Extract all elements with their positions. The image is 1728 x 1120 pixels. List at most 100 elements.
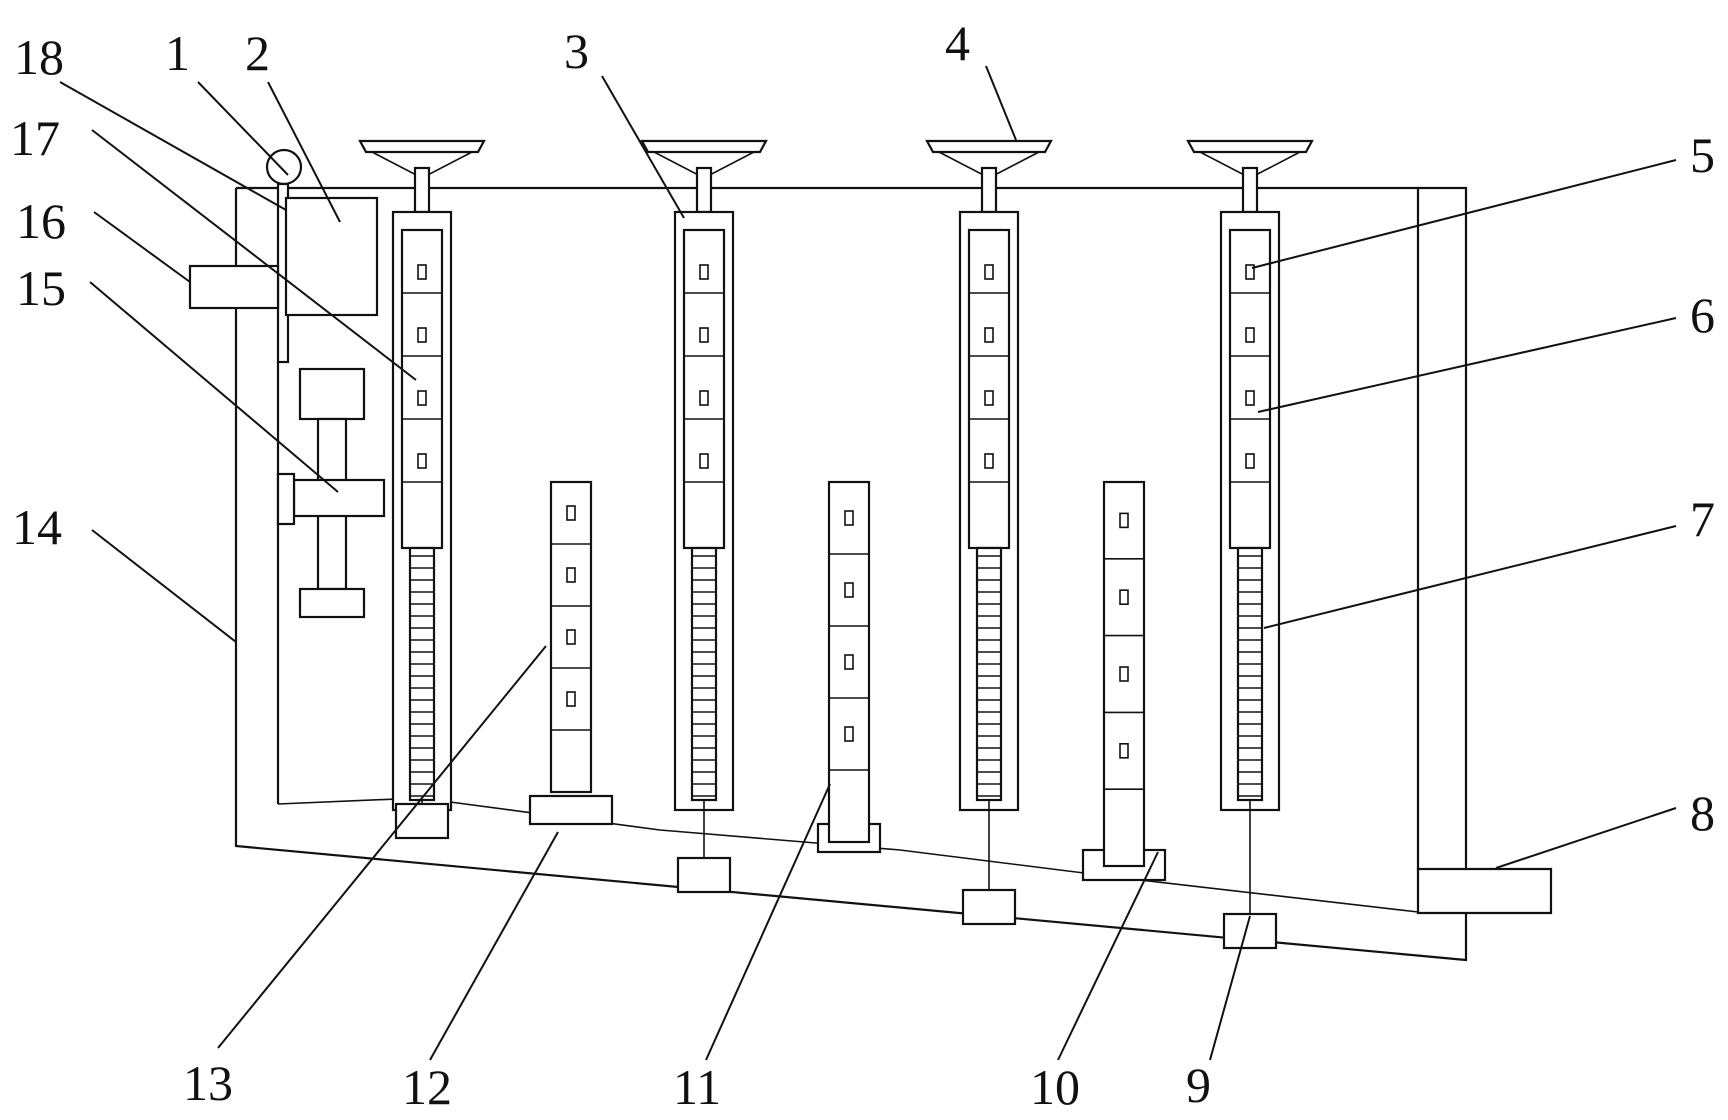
lead-screw <box>690 546 718 802</box>
leader-line <box>1263 525 1677 629</box>
leader-line <box>267 81 341 223</box>
screw-spindle <box>413 166 431 214</box>
base-block <box>676 856 732 894</box>
joint-pin <box>1119 512 1129 529</box>
leader-line <box>1251 159 1677 269</box>
joint-pin <box>844 654 854 670</box>
leader-line <box>985 65 1017 141</box>
joint-pin <box>1245 453 1255 469</box>
leader-line <box>1057 851 1159 1061</box>
callout-1: 1 <box>165 25 190 81</box>
joint-pin <box>566 691 576 707</box>
joint-pin <box>1119 589 1129 606</box>
short-column-body <box>1102 480 1146 868</box>
callout-labels: 18 1 2 17 16 15 14 3 4 5 6 7 8 9 10 11 1… <box>10 15 1715 1115</box>
callout-14: 14 <box>12 499 62 555</box>
inner-slide <box>967 228 1011 550</box>
joint-pin <box>984 327 994 343</box>
short-column-3 <box>1081 480 1167 882</box>
callout-5: 5 <box>1690 127 1715 183</box>
handwheel <box>1186 139 1314 154</box>
leader-line <box>1257 317 1677 413</box>
leader-line <box>705 783 831 1061</box>
callout-17: 17 <box>10 110 60 166</box>
joint-pin <box>1119 742 1129 759</box>
joint-pin <box>984 453 994 469</box>
lead-screw <box>1236 546 1264 802</box>
jack-column-1 <box>358 139 486 840</box>
inner-slide <box>400 228 444 550</box>
joint-pin <box>984 264 994 280</box>
leader-line <box>89 281 339 493</box>
handwheel <box>358 139 486 154</box>
screw-spindle <box>1241 166 1259 214</box>
joint-pin <box>844 582 854 598</box>
leader-line <box>197 81 289 176</box>
callout-12: 12 <box>402 1059 452 1115</box>
joint-pin <box>566 567 576 583</box>
leader-line <box>93 211 191 283</box>
short-column-base <box>528 794 614 826</box>
main-frame <box>234 186 1553 962</box>
joint-pin <box>699 453 709 469</box>
callout-8: 8 <box>1690 785 1715 841</box>
base-block <box>961 888 1017 926</box>
callout-7: 7 <box>1690 491 1715 547</box>
joint-pin <box>566 505 576 521</box>
joint-pin <box>417 390 427 406</box>
base-block <box>394 802 450 840</box>
short-column-body <box>827 480 871 844</box>
callout-3: 3 <box>564 23 589 79</box>
short-column-1 <box>528 480 614 826</box>
joint-pin <box>844 726 854 742</box>
handwheel <box>925 139 1053 154</box>
joint-pin <box>699 264 709 280</box>
callout-9: 9 <box>1186 1057 1211 1113</box>
joint-pin <box>417 453 427 469</box>
joint-pin <box>566 629 576 645</box>
leader-line <box>217 645 547 1049</box>
joint-pin <box>844 510 854 526</box>
leader-line <box>601 75 685 219</box>
short-column-2 <box>816 480 882 854</box>
callout-18: 18 <box>14 29 64 85</box>
callout-11: 11 <box>673 1059 721 1115</box>
jack-columns <box>358 139 1314 950</box>
joint-pin <box>1245 327 1255 343</box>
jack-column-4 <box>1186 139 1314 950</box>
leader-line <box>429 831 559 1061</box>
joint-pin <box>417 264 427 280</box>
lead-screw <box>408 546 436 802</box>
joint-pin <box>699 390 709 406</box>
leader-line <box>1209 915 1251 1061</box>
callout-15: 15 <box>16 260 66 316</box>
callout-2: 2 <box>245 25 270 81</box>
inner-slide <box>1228 228 1272 550</box>
jack-column-2 <box>640 139 768 894</box>
joint-pin <box>984 390 994 406</box>
joint-pin <box>699 327 709 343</box>
inner-slide <box>682 228 726 550</box>
callout-10: 10 <box>1030 1059 1080 1115</box>
leader-line <box>91 529 237 643</box>
short-columns <box>528 480 1167 882</box>
leader-line <box>91 129 417 381</box>
short-column-body <box>549 480 593 794</box>
callout-6: 6 <box>1690 287 1715 343</box>
leader-line <box>59 81 287 211</box>
leader-lines <box>59 65 1677 1061</box>
lead-screw <box>975 546 1003 802</box>
jack-column-3 <box>925 139 1053 926</box>
left-side-assembly <box>188 148 386 804</box>
joint-pin <box>1245 264 1255 280</box>
callout-16: 16 <box>16 193 66 249</box>
screw-spindle <box>695 166 713 214</box>
joint-pin <box>417 327 427 343</box>
joint-pin <box>1119 666 1129 682</box>
screw-spindle <box>980 166 998 214</box>
handwheel <box>640 139 768 154</box>
joint-pin <box>1245 390 1255 406</box>
leader-line <box>1495 807 1677 869</box>
callout-13: 13 <box>183 1055 233 1111</box>
